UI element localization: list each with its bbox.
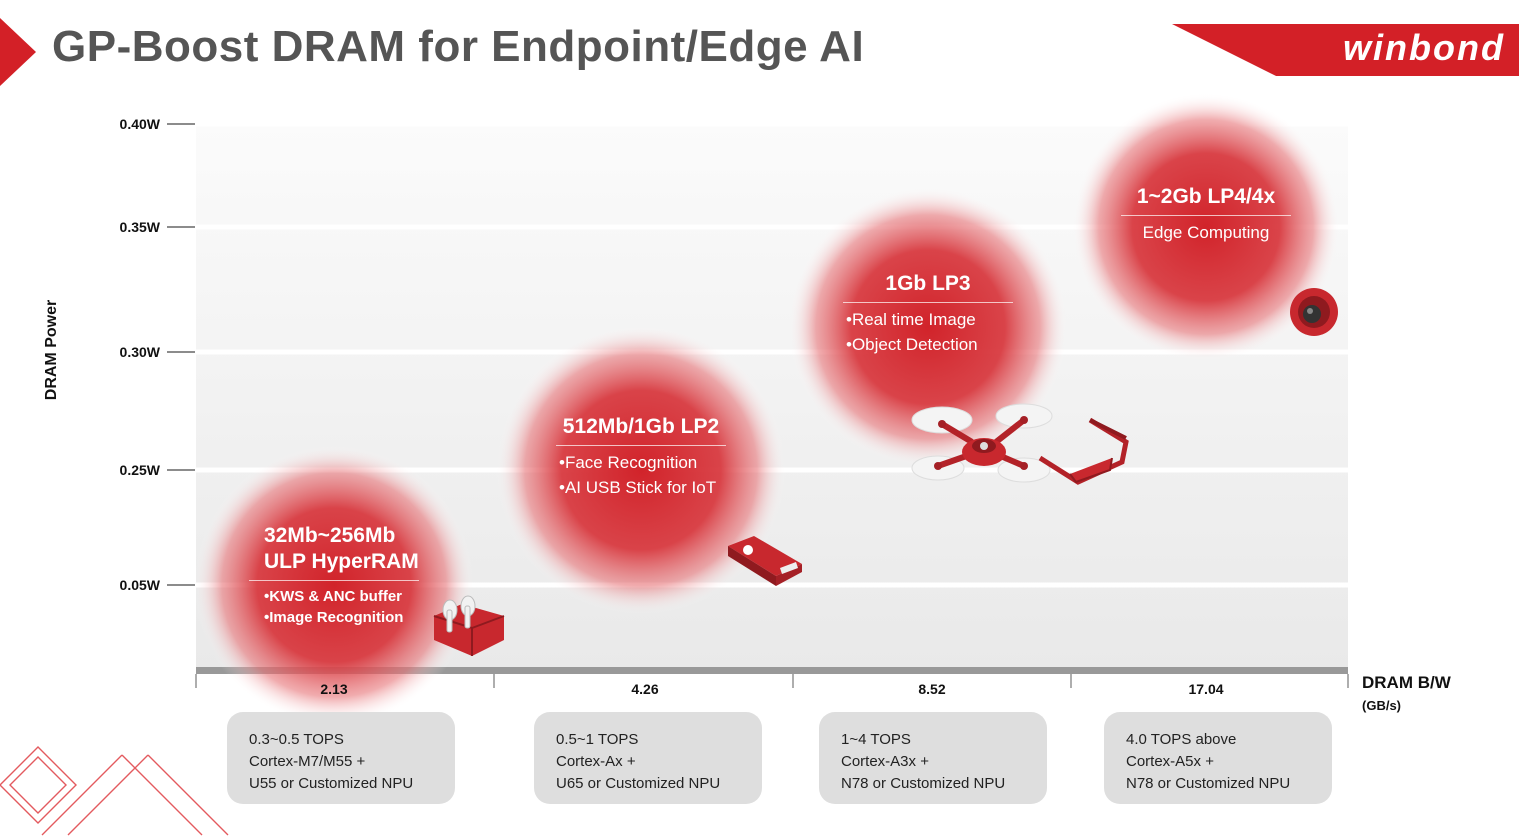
bubble-item: •KWS & ANC buffer xyxy=(264,588,403,605)
y-tick-label: 0.25W xyxy=(119,462,160,478)
bubble-item: •Face Recognition xyxy=(559,453,698,472)
usb-stick-icon xyxy=(728,536,802,586)
bubble-title: 1~2Gb LP4/4x xyxy=(1136,184,1276,208)
corner-accent xyxy=(0,18,36,86)
npu-spec-line: N78 or Customized NPU xyxy=(841,775,1006,792)
npu-spec-line: 0.5~1 TOPS xyxy=(556,731,639,748)
npu-spec-line: 4.0 TOPS above xyxy=(1126,731,1237,748)
x-tick-label: 8.52 xyxy=(918,681,946,697)
page-title: GP-Boost DRAM for Endpoint/Edge AI xyxy=(52,22,865,71)
data-point-bubble xyxy=(194,445,474,725)
data-point-bubble xyxy=(496,325,786,615)
bubble-divider xyxy=(556,445,726,446)
bubble-divider xyxy=(1121,214,1291,216)
x-axis-bar xyxy=(196,667,1348,674)
bubble-item: •Real time Image xyxy=(846,310,976,329)
npu-spec-line: Cortex-Ax + xyxy=(556,753,636,770)
smart-glasses-icon xyxy=(1038,417,1129,485)
bubble-title: 1Gb LP3 xyxy=(885,272,971,295)
npu-spec-line: 0.3~0.5 TOPS xyxy=(249,731,344,748)
bubble-item: •Object Detection xyxy=(846,335,978,354)
x-tick-label: 4.26 xyxy=(631,681,659,697)
npu-spec-line: U65 or Customized NPU xyxy=(556,775,721,792)
x-tick-label: 2.13 xyxy=(320,681,348,697)
bubble-title: 32Mb~256Mb xyxy=(264,524,396,547)
bubble-item: Edge Computing xyxy=(1142,222,1270,242)
npu-spec-line: 1~4 TOPS xyxy=(841,731,911,748)
y-axis-label: DRAM Power xyxy=(43,299,60,401)
drone-icon xyxy=(911,403,1053,483)
bubble-item: •Image Recognition xyxy=(264,609,404,626)
x-axis-label: DRAM B/W xyxy=(1362,673,1451,692)
y-tick-label: 0.30W xyxy=(119,344,160,360)
npu-spec-line: U55 or Customized NPU xyxy=(249,775,414,792)
bubble-title: ULP HyperRAM xyxy=(264,550,419,573)
x-tick-label: 17.04 xyxy=(1188,681,1224,697)
decorative-diamonds xyxy=(0,746,229,836)
data-point-bubble xyxy=(788,187,1068,467)
bubble-divider xyxy=(843,302,1013,303)
npu-spec-box: 0.5~1 TOPS Cortex-Ax + U65 or Customized N… xyxy=(534,712,762,804)
bubble-title: 512Mb/1Gb LP2 xyxy=(562,415,720,438)
y-tick-label: 0.40W xyxy=(119,116,160,132)
y-tick-label: 0.35W xyxy=(119,219,160,235)
camera-icon xyxy=(1290,288,1338,336)
npu-spec-box: 0.3~0.5 TOPS Cortex-M7/M55 + U55 or Custom… xyxy=(227,712,455,804)
npu-spec-line: Cortex-A5x + xyxy=(1126,753,1214,770)
bubble-divider xyxy=(249,580,419,581)
npu-spec-line: Cortex-A3x + xyxy=(841,753,929,770)
x-axis-unit: (GB/s) xyxy=(1362,698,1401,713)
npu-spec-box: 1~4 TOPS Cortex-A3x + N78 or Customized NP… xyxy=(819,712,1047,804)
bubble-item: •AI USB Stick for IoT xyxy=(559,478,717,497)
npu-spec-line: Cortex-M7/M55 + xyxy=(249,753,366,770)
earbuds-case-icon xyxy=(433,595,505,656)
npu-spec-line: N78 or Customized NPU xyxy=(1126,775,1291,792)
winbond-logo: winbond xyxy=(1343,27,1505,68)
data-point-bubble xyxy=(1072,93,1340,361)
y-tick-label: 0.05W xyxy=(119,577,160,593)
